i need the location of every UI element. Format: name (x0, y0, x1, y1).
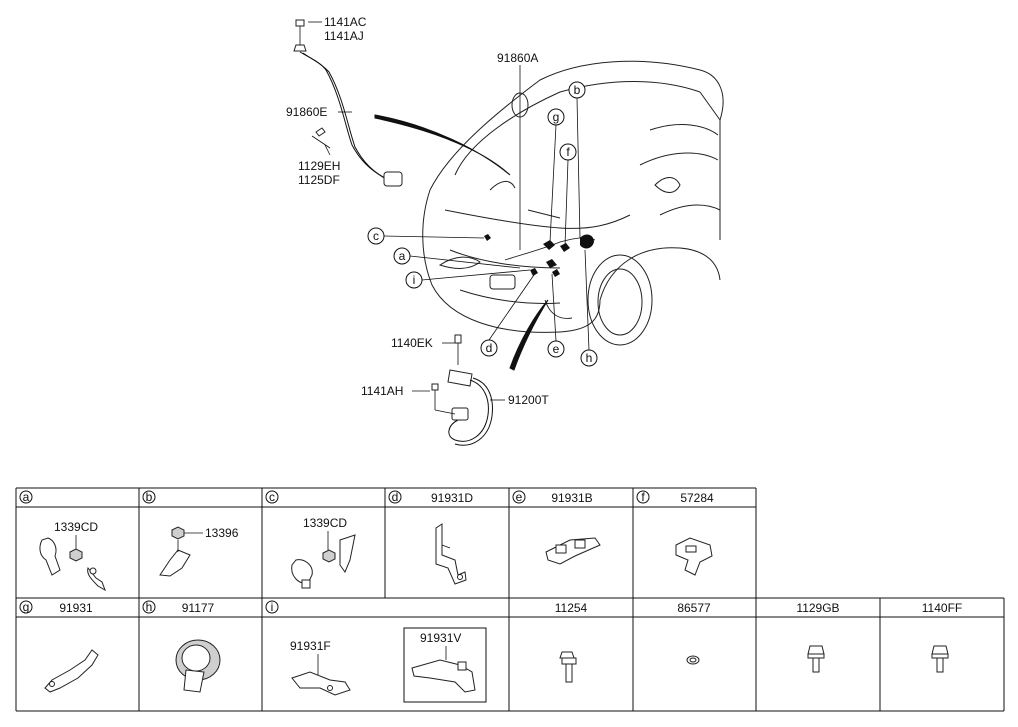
cell-e-header: e 91931B (512, 490, 593, 505)
cell-a-header: a (19, 490, 33, 504)
part-1140FF: 1140FF (922, 601, 962, 615)
svg-text:c: c (269, 490, 275, 504)
svg-text:c: c (373, 229, 379, 243)
bolt-1140FF-icon (931, 645, 949, 673)
part-91177: 91177 (182, 601, 215, 615)
label-1141AC: 1141AC (324, 15, 367, 29)
ground-cable-lower (431, 334, 493, 446)
part-86577: 86577 (677, 601, 711, 615)
part-i-drawing: 91931F 91931V (290, 627, 487, 703)
svg-text:a: a (399, 249, 406, 263)
label-1140EK: 1140EK (391, 336, 433, 350)
part-f-drawing (675, 537, 713, 576)
part-91931: 91931 (59, 601, 93, 615)
part-1129GB: 1129GB (796, 601, 839, 615)
svg-text:b: b (574, 83, 581, 97)
top-part-labels: 1141AC 1141AJ 91860E 1129EH 1125DF 91860… (286, 15, 549, 407)
callout-circles: c a i d e h g f b (367, 81, 598, 367)
cell-f-header: f 57284 (636, 490, 714, 505)
part-d-drawing (435, 523, 467, 585)
part-g-drawing (44, 649, 99, 693)
cell-c-header: c (265, 490, 279, 504)
ground-cable-upper (293, 19, 403, 187)
label-91931F: 91931F (290, 639, 331, 653)
label-1125DF: 1125DF (298, 173, 340, 187)
parts-table (15, 487, 1005, 712)
callout-g: g (547, 108, 565, 126)
label-91931V: 91931V (420, 631, 461, 645)
svg-text:b: b (146, 490, 153, 504)
svg-text:f: f (566, 145, 570, 159)
label-91860A: 91860A (497, 51, 538, 65)
svg-text:h: h (586, 351, 593, 365)
label-1339CD-a: 1339CD (54, 520, 98, 534)
cell-h-header: h 91177 (142, 600, 215, 615)
svg-text:a: a (23, 490, 30, 504)
callout-h: h (580, 349, 598, 367)
callout-b: b (568, 81, 586, 99)
svg-text:d: d (486, 341, 493, 355)
cell-d-header: d 91931D (388, 490, 473, 505)
part-11254: 11254 (555, 601, 588, 615)
label-91200T: 91200T (508, 393, 549, 407)
table-row2-headers: g 91931 h 91177 i 11254 86577 1129GB 114… (19, 600, 962, 615)
callout-e: e (547, 340, 565, 358)
part-h-drawing (175, 639, 221, 693)
callout-c: c (367, 227, 385, 245)
ring-86577-icon (686, 655, 700, 665)
svg-text:d: d (392, 490, 399, 504)
part-57284: 57284 (680, 491, 714, 505)
label-1141AJ: 1141AJ (324, 29, 364, 43)
part-91931B: 91931B (551, 491, 592, 505)
svg-text:h: h (146, 600, 153, 614)
callout-d: d (480, 339, 498, 357)
label-1141AH: 1141AH (361, 384, 403, 398)
label-91860E: 91860E (286, 105, 327, 119)
leader-lines (308, 21, 590, 401)
car-illustration (374, 60, 724, 371)
part-c-drawing: 1339CD (291, 516, 356, 589)
callout-f: f (559, 143, 577, 161)
callout-a: a (393, 247, 411, 265)
svg-text:g: g (23, 600, 30, 614)
part-b-drawing: 13396 (159, 526, 239, 577)
svg-text:g: g (553, 110, 560, 124)
label-1129EH: 1129EH (298, 159, 340, 173)
bolt-1129GB-icon (807, 645, 825, 673)
label-13396: 13396 (205, 526, 239, 540)
svg-text:i: i (271, 600, 274, 614)
part-i-boxed-item (403, 627, 487, 703)
cell-b-header: b (142, 490, 156, 504)
svg-text:e: e (553, 342, 560, 356)
svg-text:e: e (516, 490, 523, 504)
part-91931D: 91931D (431, 491, 473, 505)
svg-text:f: f (641, 490, 645, 504)
cell-g-header: g 91931 (19, 600, 93, 615)
cell-i-header: i (265, 600, 279, 614)
label-1339CD-c: 1339CD (303, 516, 347, 530)
callout-i: i (405, 271, 423, 289)
part-e-drawing (545, 537, 601, 565)
svg-text:i: i (413, 273, 416, 287)
part-a-drawing: 1339CD (39, 520, 106, 592)
table-row1-headers: a b c d 91931D e 91931B f 57284 (19, 490, 714, 505)
bolt-11254-icon (559, 651, 577, 683)
